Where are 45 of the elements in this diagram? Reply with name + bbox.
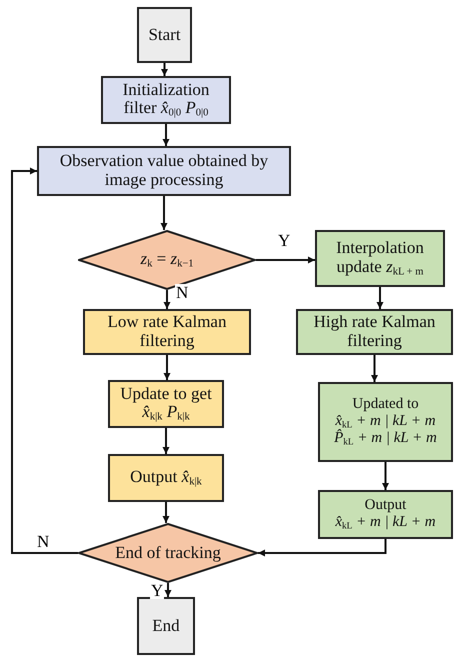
arrow	[371, 355, 378, 382]
arrow	[162, 124, 170, 146]
process-box	[296, 309, 453, 355]
arrow	[160, 196, 168, 230]
node-text: x̂$_{kL}$ + m | kL + m	[335, 514, 436, 532]
node-text: Update to get x̂$_{k|k}$ P$_{k|k}$	[119, 384, 213, 424]
node-text: End	[152, 616, 180, 636]
node-text: Start	[148, 26, 181, 44]
arrow	[164, 290, 170, 309]
node-text: End of tracking	[115, 544, 221, 562]
arrow	[164, 583, 172, 597]
arrow	[11, 168, 78, 554]
process-box	[108, 454, 224, 502]
process-box	[315, 230, 445, 287]
arrow	[161, 63, 168, 76]
node-text: z$_{k}$ = z$_{k−1}$	[140, 250, 194, 270]
edge-label: Y	[150, 582, 164, 599]
terminal-box	[137, 7, 192, 63]
edge-label: N	[36, 533, 50, 550]
arrow	[256, 256, 315, 264]
node-text: Output x̂$_{k|k}$	[130, 468, 202, 488]
terminal-box	[137, 597, 195, 655]
node-text: Interpolation update z$_{kL + m}$	[335, 239, 425, 278]
process-box	[108, 380, 224, 428]
arrow	[258, 539, 386, 556]
process-box	[83, 309, 251, 355]
node-text: Updated to	[352, 396, 419, 413]
process-box	[37, 146, 291, 196]
arrow	[162, 502, 170, 523]
node-text: Observation value obtained by image processing	[58, 152, 270, 190]
node-text: Output	[364, 497, 406, 514]
node-text: High rate Kalman filtering	[312, 313, 436, 351]
process-box	[318, 490, 453, 539]
node-text: x̂$_{kL}$ + m | kL + m	[335, 412, 436, 430]
node-text: P̂$_{kL}$ + m | kL + m	[334, 430, 437, 448]
node-text: Low rate Kalman filtering	[106, 313, 228, 351]
edge-label: N	[175, 284, 190, 301]
arrow	[376, 287, 384, 309]
arrow	[164, 355, 170, 380]
arrow	[162, 428, 170, 454]
edge-label: Y	[277, 232, 292, 249]
process-box	[101, 76, 231, 124]
process-box	[318, 382, 453, 462]
node-text: Initialization filter x̂$_{0|0}$ P$_{0|0}$	[122, 80, 210, 120]
arrow	[382, 462, 389, 490]
